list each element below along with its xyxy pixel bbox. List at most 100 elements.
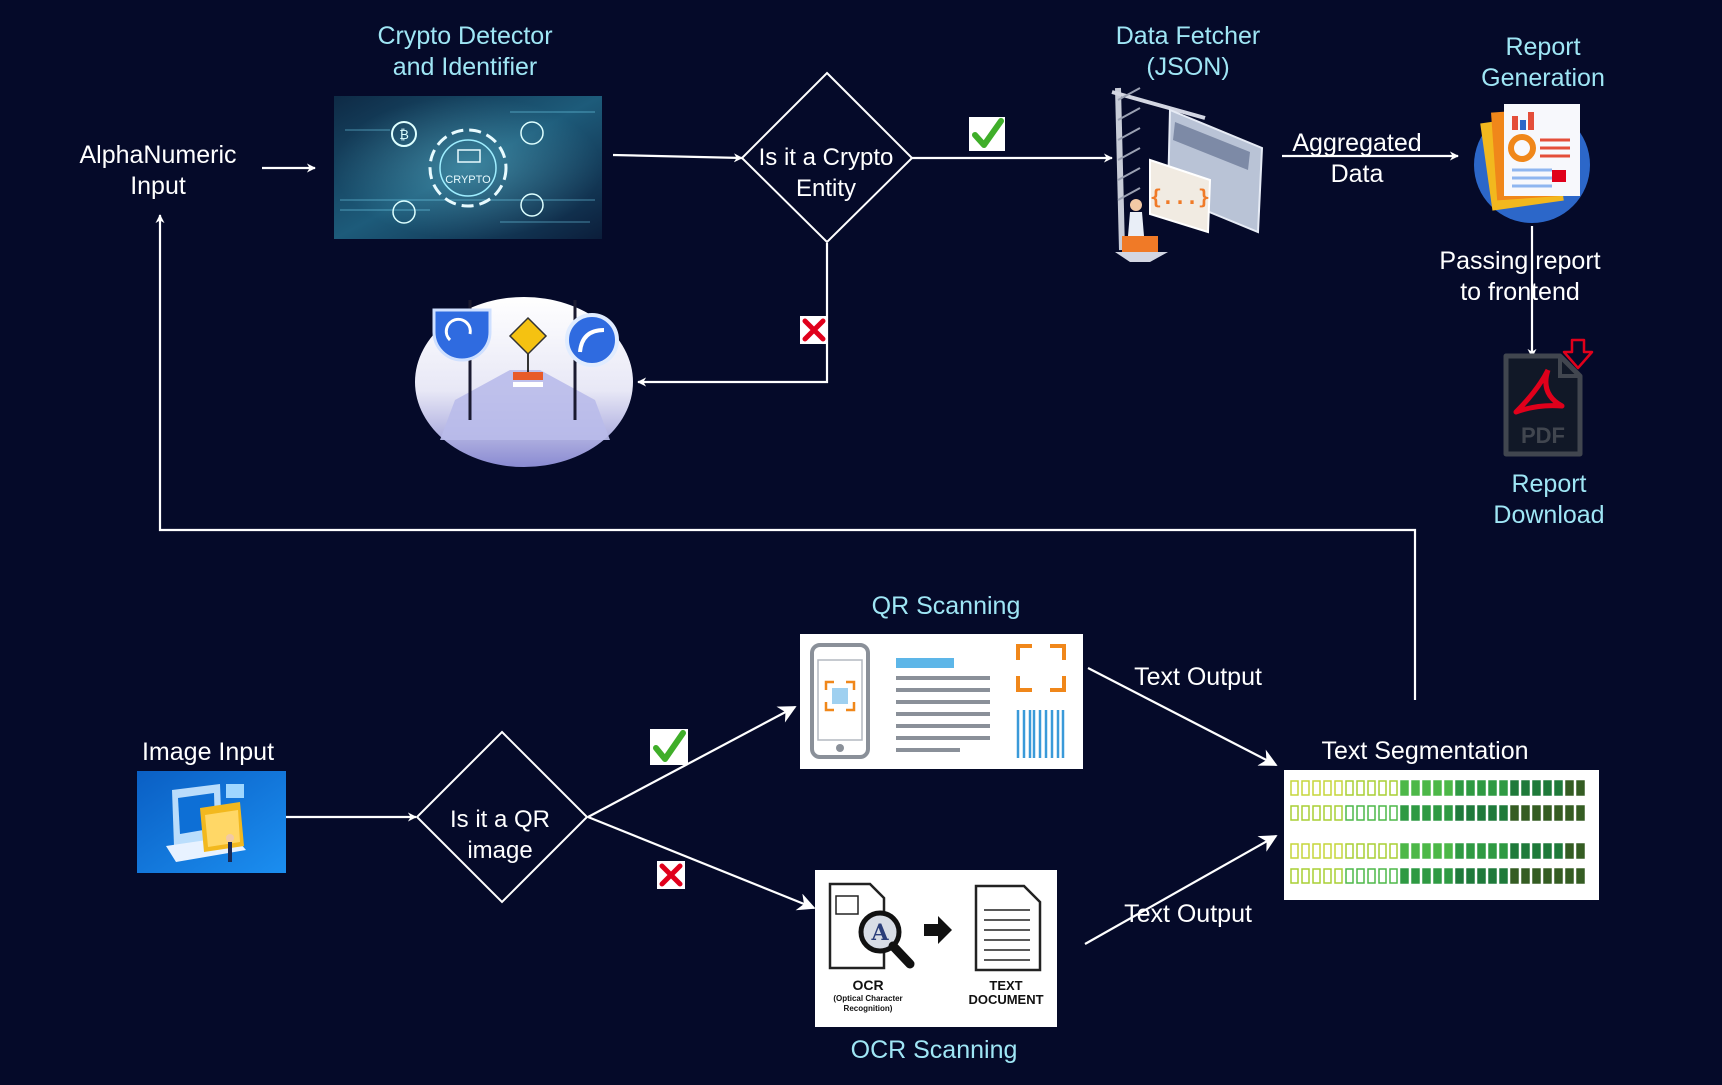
arrow-qr-text-output (1087, 667, 1278, 766)
segmentation-bar (1356, 868, 1365, 884)
segmentation-bar (1345, 843, 1354, 859)
segmentation-bar (1543, 805, 1552, 821)
segmentation-bar (1532, 805, 1541, 821)
qr-decision-diamond (415, 730, 589, 904)
segmentation-bar (1444, 843, 1453, 859)
segmentation-bar (1543, 780, 1552, 796)
segmentation-bar (1466, 805, 1475, 821)
segmentation-bar (1466, 843, 1475, 859)
segmentation-bar (1290, 868, 1299, 884)
segmentation-bar (1345, 868, 1354, 884)
segmentation-bar (1301, 868, 1310, 884)
crypto-image-text: CRYPTO (445, 174, 491, 186)
segmentation-bar (1477, 843, 1486, 859)
segmentation-bar (1510, 805, 1519, 821)
segmentation-bar (1356, 843, 1365, 859)
segmentation-bar (1400, 805, 1409, 821)
segmentation-bar (1521, 805, 1530, 821)
segmentation-bar (1543, 868, 1552, 884)
segmentation-bar (1356, 780, 1365, 796)
cross-icon (657, 861, 685, 889)
aggregated-data-line-2: Data (1330, 160, 1384, 188)
check-icon (969, 117, 1005, 151)
segmentation-bar (1543, 843, 1552, 859)
crypto-network-icon: ₿ CRYPTO (334, 96, 602, 239)
ocr-sub-line-2: Recognition) (844, 1004, 893, 1013)
data-fetcher-title-line-2: (JSON) (1146, 53, 1230, 81)
segmentation-bar (1411, 805, 1420, 821)
crypto-detector-title-line-2: and Identifier (392, 53, 538, 81)
qr-decision-label: Is it a QR image (450, 804, 550, 866)
segmentation-bar (1433, 805, 1442, 821)
segmentation-bar (1565, 843, 1574, 859)
segmentation-bar (1521, 843, 1530, 859)
segmentation-bar (1290, 780, 1299, 796)
segmentation-bar (1367, 868, 1376, 884)
text-output-ocr-label: Text Output (1124, 900, 1252, 928)
road-dead-end-icon (415, 297, 633, 467)
segmentation-bar (1312, 805, 1321, 821)
text-document-line-2: DOCUMENT (968, 992, 1043, 1007)
segmentation-bar (1411, 843, 1420, 859)
segmentation-bar (1477, 868, 1486, 884)
segmentation-bar (1389, 868, 1398, 884)
segmentation-bar (1554, 780, 1563, 796)
segmentation-bar (1444, 780, 1453, 796)
json-crane-icon: {...} (1111, 87, 1264, 262)
flow-connectors (155, 151, 1537, 945)
segmentation-bar (1422, 868, 1431, 884)
segmentation-bar (1378, 780, 1387, 796)
segmentation-bar (1389, 805, 1398, 821)
segmentation-bar (1389, 843, 1398, 859)
data-fetcher-title-line-1: Data Fetcher (1115, 22, 1261, 50)
crypto-decision-line-2: Entity (795, 175, 857, 202)
segmentation-bar (1334, 805, 1343, 821)
segmentation-bar (1345, 780, 1354, 796)
report-download-title-line-2: Download (1493, 501, 1605, 529)
segmentation-bar (1466, 780, 1475, 796)
segmentation-bar (1510, 780, 1519, 796)
text-segmentation-bars-icon (1284, 770, 1599, 900)
segmentation-bar (1378, 843, 1387, 859)
segmentation-bar (1378, 805, 1387, 821)
arrow-ocr-text-output (1084, 835, 1278, 945)
segmentation-bar (1532, 780, 1541, 796)
segmentation-bar (1290, 805, 1299, 821)
report-download-title: Report Download (1493, 469, 1604, 531)
segmentation-bar (1466, 868, 1475, 884)
segmentation-bar (1488, 843, 1497, 859)
segmentation-bar (1554, 868, 1563, 884)
crypto-detector-title: Crypto Detector and Identifier (377, 21, 552, 83)
check-icon (650, 729, 688, 765)
segmentation-bar (1554, 805, 1563, 821)
segmentation-bar (1301, 780, 1310, 796)
segmentation-bar (1576, 780, 1585, 796)
crypto-decision-line-1: Is it a Crypto (758, 144, 894, 171)
segmentation-bar (1477, 780, 1486, 796)
segmentation-bar (1455, 780, 1464, 796)
segmentation-bar (1532, 843, 1541, 859)
segmentation-bar (1499, 780, 1508, 796)
segmentation-bar (1499, 868, 1508, 884)
segmentation-bar (1576, 843, 1585, 859)
segmentation-bar (1565, 868, 1574, 884)
segmentation-bar (1532, 868, 1541, 884)
qr-scanning-title: QR Scanning (871, 592, 1021, 620)
segmentation-bar (1554, 843, 1563, 859)
arrow-segmentation-to-input (155, 214, 1417, 700)
pdf-text: PDF (1521, 423, 1565, 448)
segmentation-bar (1290, 843, 1299, 859)
arrow-qr-yes (587, 706, 797, 818)
segmentation-bar (1576, 868, 1585, 884)
segmentation-bar (1510, 843, 1519, 859)
segmentation-bar (1312, 868, 1321, 884)
aggregated-data-label: Aggregated Data (1292, 128, 1421, 190)
ocr-label: OCR (852, 977, 883, 993)
ocr-scanning-title: OCR Scanning (850, 1036, 1018, 1064)
report-documents-icon (1474, 104, 1590, 223)
aggregated-data-line-1: Aggregated (1292, 129, 1422, 157)
text-document-line-1: TEXT (989, 978, 1022, 993)
arrow-detector-to-decision (612, 153, 743, 163)
segmentation-bar (1400, 868, 1409, 884)
